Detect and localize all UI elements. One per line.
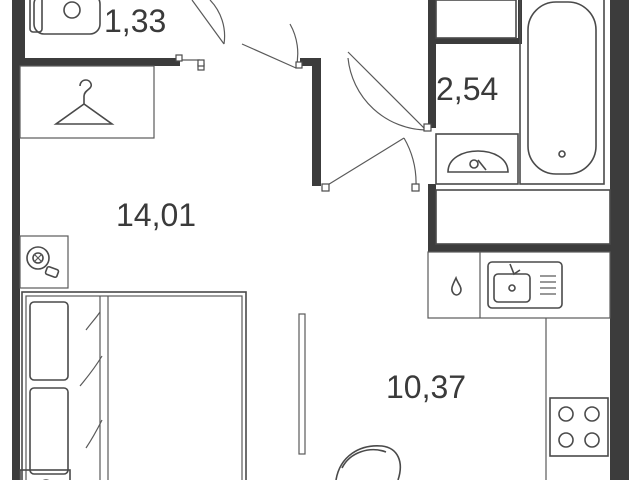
wall-corridor-top bbox=[300, 58, 320, 66]
toilet-bowl-icon bbox=[33, 0, 101, 35]
wall-left-outer bbox=[12, 0, 20, 480]
bed-inner bbox=[25, 295, 243, 480]
water-drop-icon bbox=[451, 275, 462, 296]
washbasin-icon bbox=[447, 150, 509, 173]
area-label-toilet: 1,33 bbox=[104, 3, 166, 39]
sliding-door bbox=[298, 313, 306, 455]
pillow-icon bbox=[29, 301, 69, 381]
water-heater-icon bbox=[435, 0, 517, 39]
hob-burner-icon bbox=[558, 432, 574, 448]
pillow-icon bbox=[29, 387, 69, 475]
bathroom-door-icon bbox=[347, 51, 427, 131]
kitchen-sink-drainboard bbox=[540, 275, 556, 295]
bedside-table bbox=[19, 469, 71, 480]
area-label-bedroom: 14,01 bbox=[116, 197, 196, 233]
wall-bath-bottom bbox=[428, 244, 618, 252]
area-label-kitchen: 10,37 bbox=[386, 369, 466, 405]
door-jamb bbox=[295, 61, 303, 69]
toilet-button-icon bbox=[63, 1, 81, 19]
toilet-tank-icon bbox=[29, 0, 43, 33]
wall-toilet-bottom bbox=[20, 58, 180, 66]
sliding-door-panel bbox=[298, 313, 306, 455]
door-jamb bbox=[411, 183, 420, 192]
hanger-icon bbox=[53, 79, 115, 125]
wall-bath-left bbox=[428, 0, 436, 128]
bathtub-icon bbox=[519, 0, 605, 185]
wardrobe bbox=[19, 65, 155, 139]
bedroom-door-icon bbox=[241, 23, 299, 69]
chair-icon bbox=[335, 445, 402, 480]
corridor-door-icon bbox=[325, 137, 417, 187]
washing-machine bbox=[19, 235, 69, 289]
corridor-door bbox=[321, 137, 420, 192]
washing-machine-knob-icon bbox=[44, 265, 60, 279]
kitchen-sink-bowl bbox=[493, 273, 531, 303]
washbasin-cabinet bbox=[435, 133, 519, 185]
blanket-crease bbox=[79, 311, 103, 449]
kitchen-sink-drain-icon bbox=[508, 284, 516, 292]
wall-center-vertical bbox=[312, 58, 321, 186]
door-jamb bbox=[321, 183, 330, 192]
bathroom: 2,54 bbox=[347, 0, 611, 245]
washing-machine-mark bbox=[33, 253, 43, 263]
kitchen-counter-divider bbox=[479, 252, 547, 480]
hob-burner-icon bbox=[558, 406, 574, 422]
toilet-door-icon bbox=[178, 0, 226, 61]
toilet-room: 1,33 bbox=[29, 0, 226, 71]
washing-machine-outline bbox=[19, 235, 69, 289]
washing-machine-drum-icon bbox=[26, 246, 50, 270]
door-jamb bbox=[197, 59, 205, 67]
blanket-fold bbox=[99, 296, 109, 480]
chair-back bbox=[341, 448, 387, 469]
wall-bath-top-left bbox=[428, 38, 518, 44]
wall-bath-left-lower bbox=[428, 184, 436, 250]
washbasin-drain-icon bbox=[469, 159, 479, 169]
wardrobe-outline bbox=[19, 65, 155, 139]
bathtub-inner bbox=[527, 1, 597, 175]
kitchen-faucet-icon bbox=[509, 263, 521, 276]
wall-right-outer bbox=[610, 0, 619, 480]
bedroom-door bbox=[197, 23, 303, 69]
wall-toilet-left bbox=[20, 0, 25, 64]
kitchen: 10,37 bbox=[335, 251, 611, 480]
hob-burner-icon bbox=[584, 406, 600, 422]
double-bed bbox=[19, 291, 247, 480]
door-jamb bbox=[423, 123, 432, 132]
bathtub-drain-icon bbox=[558, 150, 566, 158]
hob-burner-icon bbox=[584, 432, 600, 448]
kitchen-counter-top bbox=[427, 251, 611, 319]
washbasin-faucet-icon bbox=[477, 159, 487, 171]
hob-icon bbox=[549, 397, 609, 457]
walls bbox=[12, 0, 629, 480]
area-label-bathroom: 2,54 bbox=[436, 71, 498, 107]
bed-frame bbox=[21, 291, 247, 480]
bath-niche bbox=[435, 189, 611, 245]
kitchen-sink-icon bbox=[487, 261, 563, 309]
washing-machine-hub-icon bbox=[32, 252, 44, 264]
wall-right-lower-stub bbox=[619, 0, 629, 480]
door-jamb bbox=[175, 54, 183, 62]
